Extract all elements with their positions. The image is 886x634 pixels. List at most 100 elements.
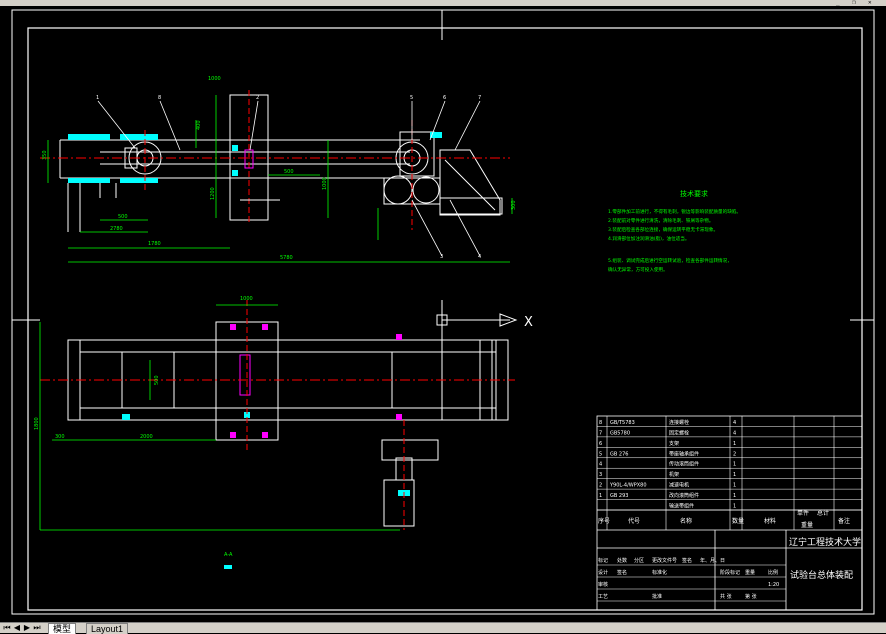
bom-header-cell: 备注 [838,517,850,525]
sheet-outer-border [11,9,875,615]
highlight-bar [68,178,110,183]
section-mark [224,565,232,569]
dimension-text-top: 350 5780 1780 2780 500 1200 1000 300 500… [42,76,517,261]
highlight-bar [120,134,158,140]
svg-text:1000: 1000 [322,177,328,190]
svg-text:1200: 1200 [210,187,216,200]
layout-tab-bar: ⏮ ◀ ▶ ⏭ 模型 Layout1 [0,622,886,634]
bom-cell-qty: 1 [733,504,736,510]
callout-label: 8 [158,95,161,101]
bom-cell-no: 2 [599,483,602,489]
sign-cell: 签名 [617,569,627,576]
bom-cell-qty: 1 [733,483,736,489]
sign-cell: 阶段标记 [720,569,740,576]
sign-cell: 比例 [768,569,778,576]
sign-cell: 标记 [598,557,608,564]
window-title-bar: _ ❐ ✕ [0,0,886,6]
svg-text:1000: 1000 [208,76,221,82]
sign-cell: 重量 [745,569,755,576]
sign-cell: 1:20 [768,582,779,588]
close-icon[interactable]: ✕ [868,0,872,6]
bom-header-weight: 重量 [801,521,813,529]
sign-cell: 更改文件号 [652,557,677,564]
bom-cell-code: GB 276 [610,451,628,457]
bom-header-cell: 材料 [764,517,776,525]
callout-label: 1 [96,95,99,101]
bom-cell-qty: 1 [733,462,736,468]
minimize-icon[interactable]: _ [836,0,840,6]
next-tab-icon[interactable]: ▶ [23,623,31,632]
tech-note: 3.装配后检查各部位连接，确保运转平稳无卡滞现象。 [608,226,718,233]
bom-cell-name: 支架 [669,440,679,447]
bom-header-cell: 代号 [628,517,640,525]
bom-cell-qty: 4 [733,430,736,436]
bom-cell-qty: 1 [733,472,736,478]
university-name: 辽宁工程技术大学 [789,536,861,548]
bom-cell-no: 5 [599,451,602,457]
bom-cell-no: 6 [599,441,602,447]
motor-plan [383,479,415,527]
dim-leg-spacing: 2780 [110,226,123,232]
svg-text:300: 300 [511,200,517,210]
bom-cell-name: 输送带组件 [669,503,694,510]
last-tab-icon[interactable]: ⏭ [33,623,41,632]
bom-header-cell: 名称 [680,517,692,525]
prev-tab-icon[interactable]: ◀ [13,623,21,632]
sign-cell: 分区 [634,557,644,564]
bom-cell-qty: 2 [733,451,736,457]
callout-label: 7 [478,95,481,101]
callout-label: 4 [478,254,481,260]
first-tab-icon[interactable]: ⏮ [3,623,11,632]
tech-note: 4.润滑部位加注润滑油(脂)，油位适当。 [608,235,689,242]
svg-text:500: 500 [118,214,128,220]
svg-text:300: 300 [55,434,65,440]
centering-marks [12,10,874,321]
drive-pulley-plan [391,351,443,409]
bom-cell-code: GB/T5783 [610,420,635,426]
restore-icon[interactable]: ❐ [852,0,856,6]
dimension-lines-plan [39,304,400,531]
bom-cell-code: Y90L-4/WPX80 [609,483,647,489]
tab-layout1[interactable]: Layout1 [86,623,129,634]
svg-text:1000: 1000 [240,296,253,302]
highlight-bar [120,178,158,183]
svg-text:500: 500 [154,375,160,385]
bom-cell-name: 带座轴承组件 [669,450,699,457]
bom-cell-name: 减速电机 [669,482,689,489]
sign-cell: 共 张 [720,593,732,600]
dim-frame-length: 1780 [148,241,161,247]
callout-label: 2 [256,95,259,101]
callout-label: 5 [410,95,413,101]
technical-requirements: 技术要求 1.零部件加工前进行，不得有毛刺，锐边等影响装配质量的缺陷。 2.装配… [608,189,741,273]
tech-note: 1.零部件加工前进行，不得有毛刺，锐边等影响装配质量的缺陷。 [608,208,741,215]
sign-cell: 标准化 [652,569,667,576]
bom-cell-name: 机架 [669,471,679,478]
sheet-inner-frame [27,27,863,611]
bom-cell-name: 固定螺栓 [669,429,689,436]
dimension-lines-top [47,95,513,263]
tab-model[interactable]: 模型 [48,623,77,634]
front-elevation-view [40,90,510,257]
bom-cell-no: 3 [599,472,602,478]
tech-note: 确认无异常，方可投入使用。 [608,266,668,273]
bom-cell-name: 改向滚筒组件 [669,492,699,499]
bom-header: 序号 代号 名称 数量 材料 单件 总计 重量 备注 [598,509,850,529]
sign-cell: 工艺 [598,594,608,600]
highlight-bar [68,134,110,140]
motor-reducer [383,175,413,205]
reducer-plan [381,439,439,461]
callout-labels: 1 8 5 6 7 3 4 2 [96,95,481,260]
sign-cell: 批准 [652,593,662,600]
tech-note: 5.组装、调试完成后进行空运转试验，检查各部件运转情况， [608,257,732,264]
bom-header-cell: 数量 [732,517,744,525]
bom-cell-no: 4 [599,462,602,468]
dimension-text-plan: 1800 2000 1000 500 300 [34,296,253,440]
sign-cell: 处数 [617,557,627,564]
bom-cell-qty: 4 [733,420,736,426]
ucs-x-label: X [524,315,533,330]
svg-text:1800: 1800 [34,417,40,430]
bom-header-cell: 单件 [797,509,809,517]
